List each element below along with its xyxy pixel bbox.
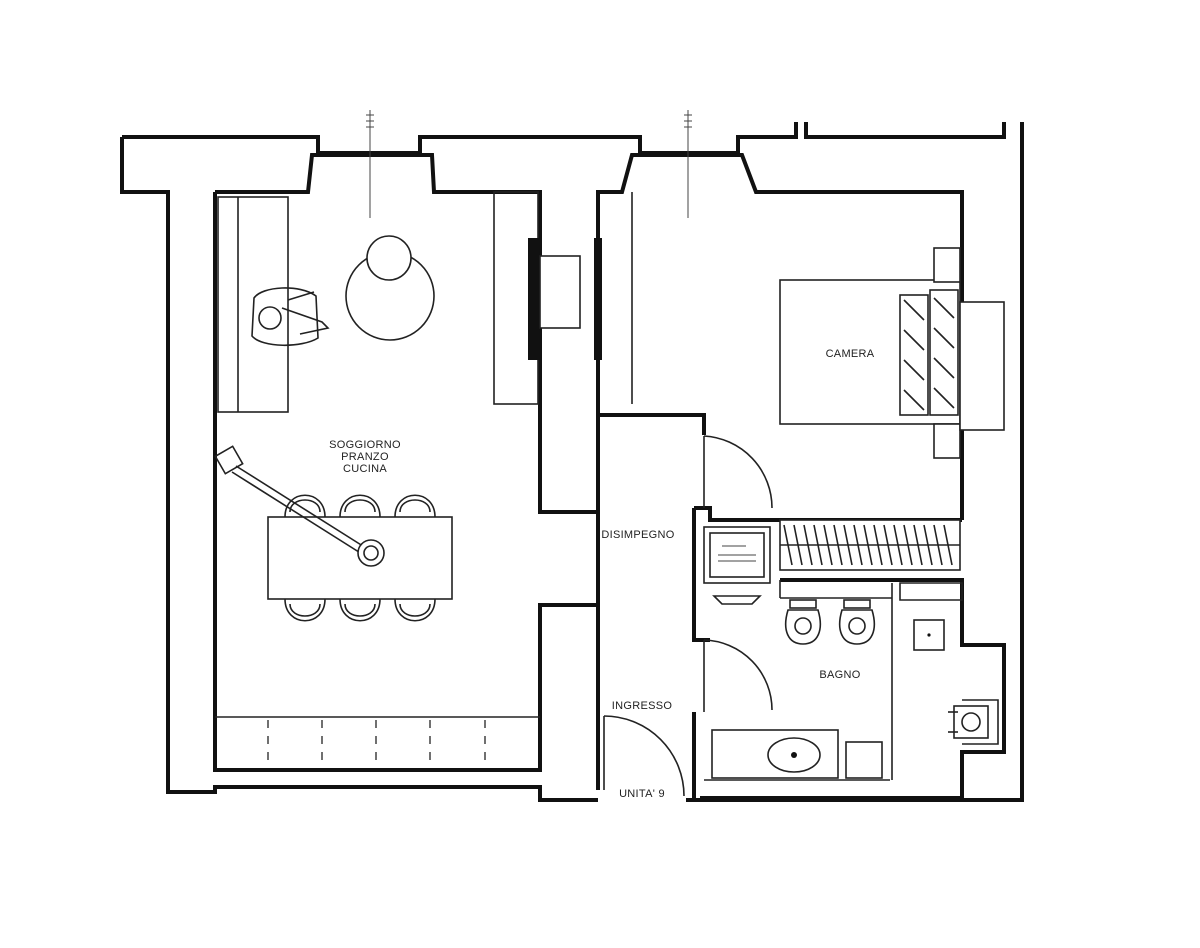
kitchen-counter	[215, 716, 540, 768]
label-living-2: PRANZO	[341, 451, 389, 463]
label-unit: UNITA' 9	[619, 788, 665, 800]
tv-unit	[528, 238, 602, 360]
armchair-person	[251, 287, 330, 347]
window-axis-markers	[366, 110, 692, 218]
pendant-lamp	[214, 445, 385, 567]
label-entrance: INGRESSO	[612, 700, 673, 712]
washing-machine	[703, 526, 771, 605]
label-bathroom: BAGNO	[819, 669, 860, 681]
outer-walls	[120, 122, 1024, 802]
doors	[603, 435, 773, 797]
label-living-3: CUCINA	[343, 463, 387, 475]
label-bedroom: CAMERA	[826, 348, 875, 360]
double-bed	[779, 247, 1005, 459]
label-hallway: DISIMPEGNO	[601, 529, 674, 541]
room-labels: SOGGIORNO PRANZO CUCINA CAMERA DISIMPEGN…	[329, 348, 875, 800]
label-living-1: SOGGIORNO	[329, 439, 401, 451]
round-table-with-lamp	[345, 235, 435, 341]
wardrobe	[779, 519, 961, 571]
bathroom-fixtures	[711, 580, 999, 779]
